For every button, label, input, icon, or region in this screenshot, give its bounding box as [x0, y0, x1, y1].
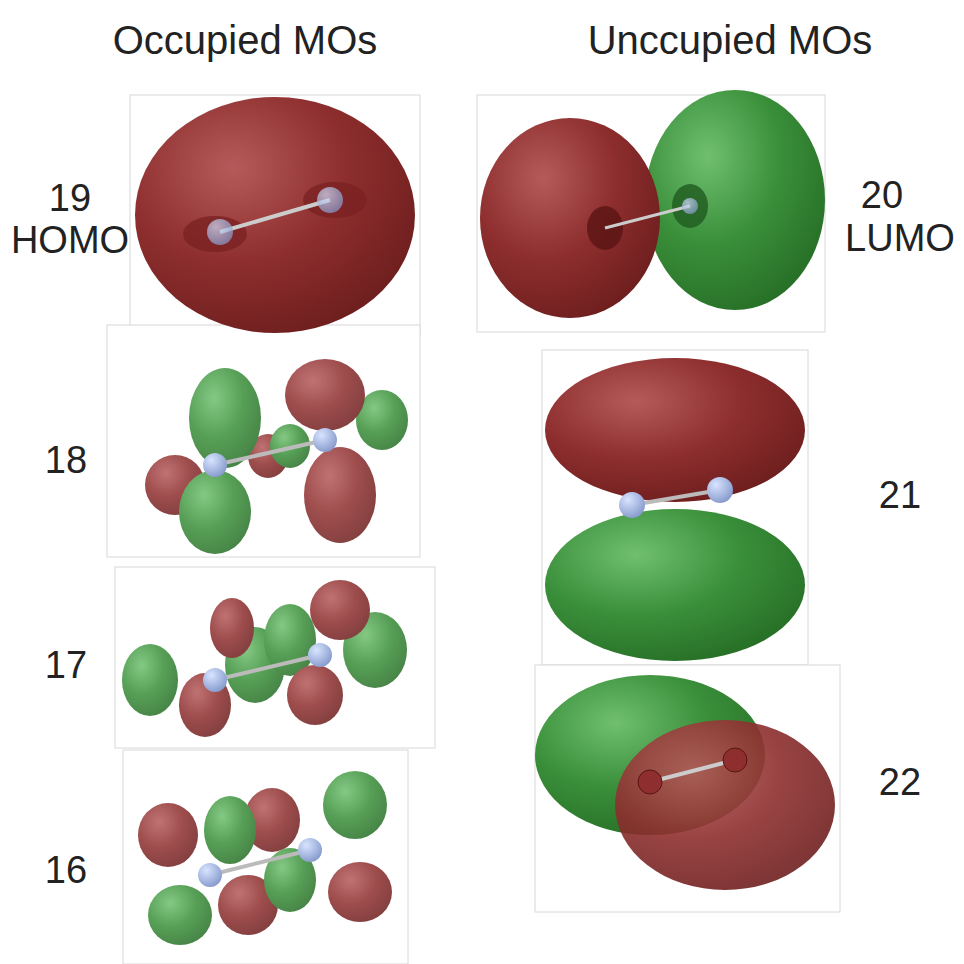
- orbital-number: 20: [861, 176, 903, 214]
- column-heading: Occupied MOs: [113, 20, 378, 60]
- orbital-number: 19: [49, 179, 91, 217]
- orbital-number: 18: [45, 441, 87, 479]
- orbital-number: 22: [879, 763, 921, 801]
- orbital-tag: LUMO: [845, 219, 955, 257]
- column-heading: Unccupied MOs: [588, 20, 873, 60]
- orbital-number: 17: [45, 646, 87, 684]
- orbital-number: 21: [879, 476, 921, 514]
- orbital-number: 16: [45, 851, 87, 889]
- orbital-tag: HOMO: [11, 221, 129, 259]
